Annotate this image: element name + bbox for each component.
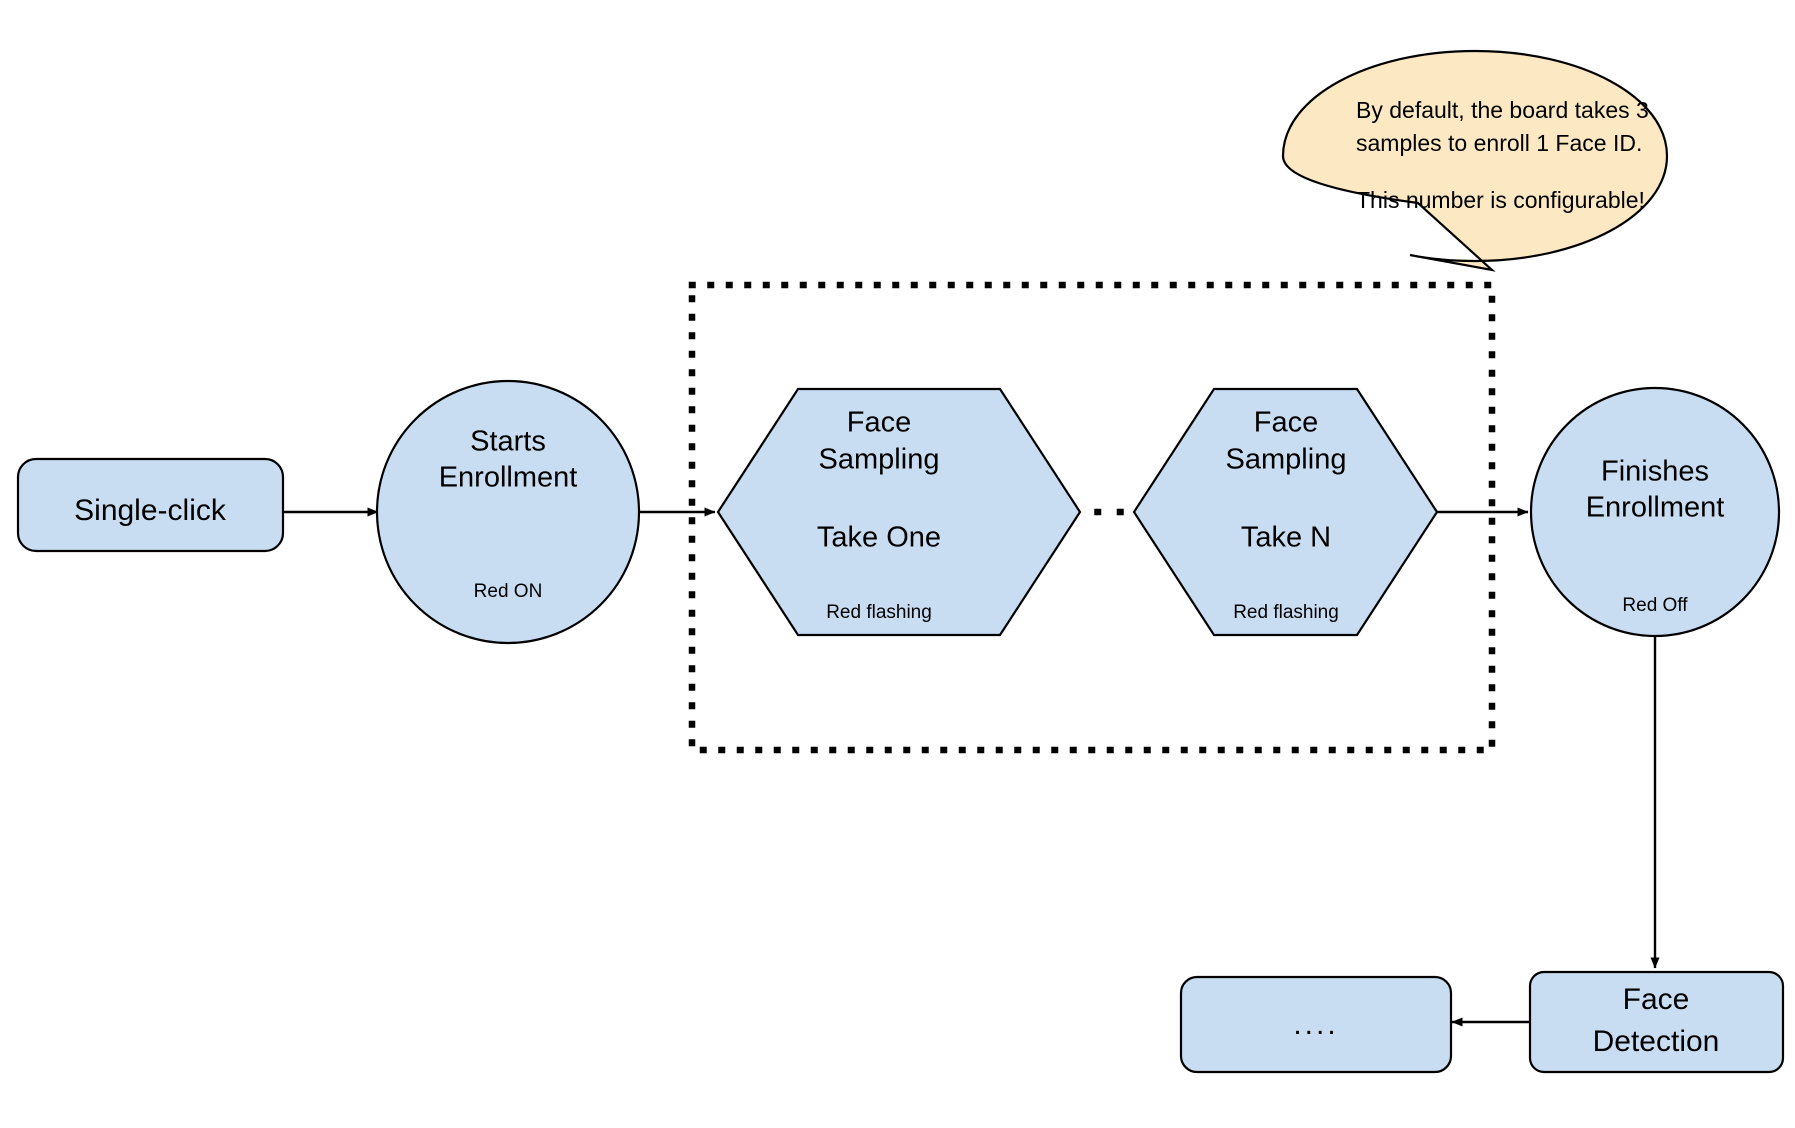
callout-bubble-shape [1281,49,1669,272]
callout-note: By default, the board takes 3 samples to… [1281,49,1669,272]
finishes-enrollment-line1: Finishes [1601,456,1709,488]
face-sampling-n-line2: Sampling [1226,444,1347,476]
callout-line-2: samples to enroll 1 Face ID. [1356,130,1642,156]
node-single-click[interactable]: Single-click [16,457,285,553]
ellipsis-box-shape[interactable] [1179,975,1453,1074]
face-sampling-n-line1: Face [1254,407,1318,439]
face-sampling-n-shape[interactable] [1132,387,1439,637]
node-finishes-enrollment[interactable]: Finishes Enrollment Red Off [1529,386,1781,638]
ellipsis-box-label: .... [1293,1008,1338,1041]
node-face-detection[interactable]: Face Detection [1528,970,1785,1074]
starts-enrollment-status: Red ON [474,581,543,602]
face-detection-line1: Face [1623,983,1690,1016]
face-sampling-n-take: Take N [1241,522,1331,554]
single-click-shape[interactable] [16,457,285,553]
callout-line-3: This number is configurable! [1356,187,1645,213]
face-sampling-n-status: Red flashing [1233,602,1339,623]
callout-line-1: By default, the board takes 3 [1356,97,1649,123]
starts-enrollment-line1: Starts [470,426,546,458]
face-detection-line2: Detection [1593,1025,1720,1058]
node-ellipsis-box[interactable]: .... [1179,975,1453,1074]
face-detection-shape[interactable] [1528,970,1785,1074]
finishes-enrollment-shape[interactable] [1529,386,1781,638]
face-sampling-one-shape[interactable] [716,387,1082,637]
face-sampling-one-status: Red flashing [826,602,932,623]
finishes-enrollment-status: Red Off [1622,595,1688,616]
single-click-label: Single-click [74,494,227,527]
node-face-sampling-one[interactable]: Face Sampling Take One Red flashing [716,387,1082,637]
starts-enrollment-shape[interactable] [375,379,641,645]
node-face-sampling-n[interactable]: Face Sampling Take N Red flashing [1132,387,1439,637]
finishes-enrollment-line2: Enrollment [1586,492,1725,524]
node-starts-enrollment[interactable]: Starts Enrollment Red ON [375,379,641,645]
face-sampling-one-line2: Sampling [819,444,940,476]
starts-enrollment-line2: Enrollment [439,462,578,494]
face-sampling-one-take: Take One [817,522,941,554]
face-sampling-one-line1: Face [847,407,911,439]
sampling-group-box [688,281,1496,754]
